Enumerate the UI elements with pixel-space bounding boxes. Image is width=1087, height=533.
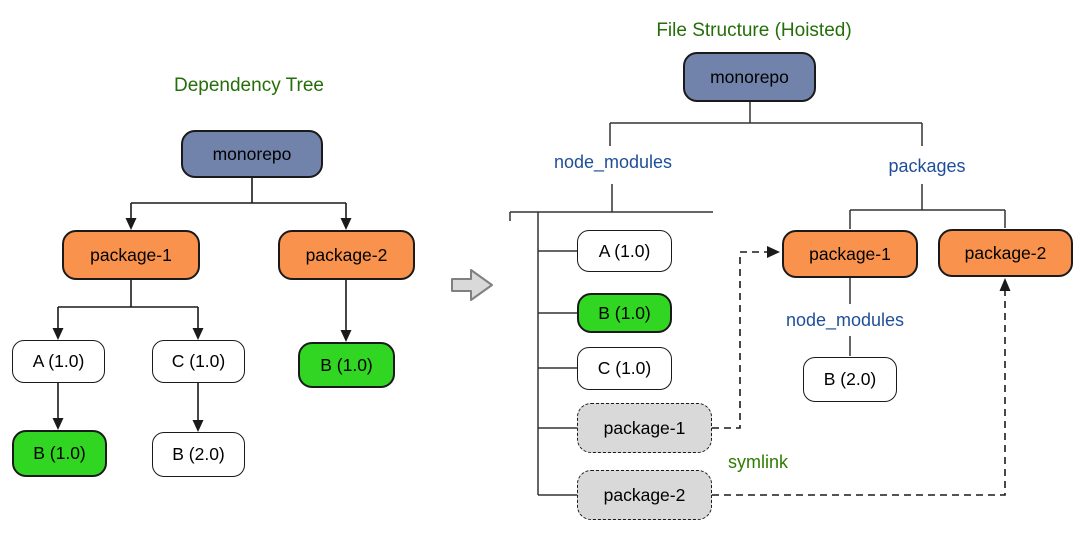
left-node-a-1-0: A (1.0) [12, 340, 105, 383]
right-diagram-title: File Structure (Hoisted) [656, 20, 852, 41]
right-node-package-2: package-2 [938, 229, 1073, 277]
left-tree-arrowheads [52, 218, 352, 432]
right-node-package-1-symlink: package-1 [577, 403, 712, 453]
left-node-b-1-0-under-a: B (1.0) [12, 430, 107, 477]
left-node-package-1: package-1 [62, 230, 200, 280]
right-node-b-2-0: B (2.0) [803, 357, 897, 402]
right-tree-edges [509, 102, 1006, 496]
left-node-c-1-0: C (1.0) [152, 340, 245, 383]
right-node-c-1-0: C (1.0) [577, 347, 672, 390]
left-tree-edges [57, 178, 347, 421]
right-node-b-1-0: B (1.0) [577, 293, 672, 333]
symlink-label: symlink [727, 452, 789, 472]
folder-label-node-modules-root: node_modules [553, 152, 673, 172]
folder-label-packages: packages [888, 156, 966, 176]
folder-label-node-modules-package1: node_modules [785, 310, 905, 330]
right-node-package-1: package-1 [782, 230, 918, 278]
left-node-monorepo: monorepo [181, 130, 323, 178]
right-node-monorepo: monorepo [683, 52, 816, 102]
left-node-b-1-0-under-package-2: B (1.0) [298, 342, 395, 388]
right-block-arrow-icon [451, 269, 493, 301]
right-node-a-1-0: A (1.0) [577, 230, 672, 272]
left-node-package-2: package-2 [278, 230, 415, 280]
left-diagram-title: Dependency Tree [174, 75, 324, 96]
symlink-dashed-edges [712, 251, 1006, 496]
left-node-b-2-0-under-c: B (2.0) [152, 432, 245, 477]
right-node-package-2-symlink: package-2 [577, 470, 712, 520]
symlink-arrowheads [767, 246, 1011, 291]
